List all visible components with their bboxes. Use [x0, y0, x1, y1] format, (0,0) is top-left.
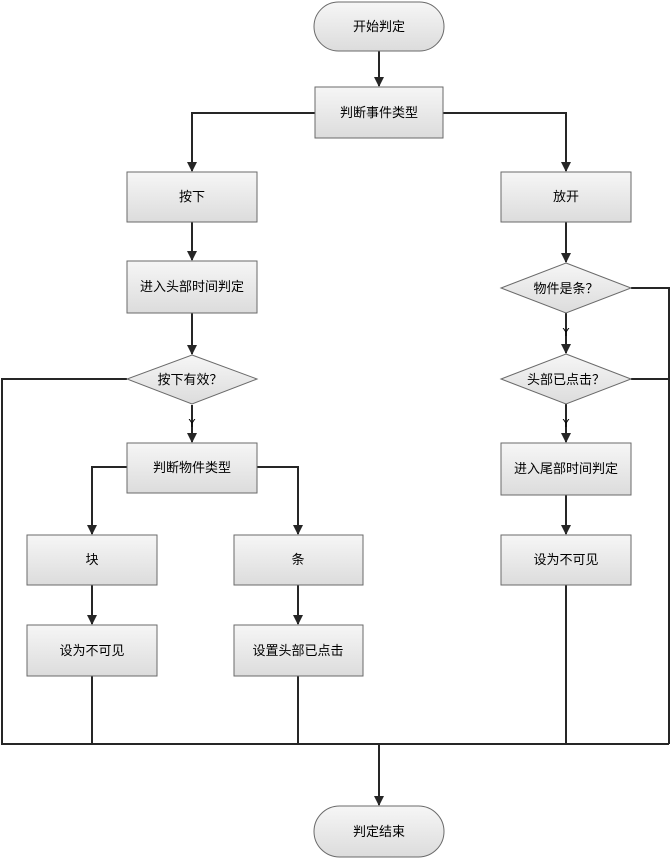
- process-shape: [26, 624, 158, 677]
- process-shape: [500, 442, 632, 496]
- node-block-label: 块: [85, 553, 98, 568]
- node-press-valid-label: 按下有效？: [157, 373, 222, 388]
- edge-is-strip-no: [631, 287, 670, 744]
- process-shape: [500, 171, 632, 223]
- node-press-label: 按下: [179, 190, 205, 205]
- process-shape: [233, 534, 364, 586]
- edge-judge-event-to-press: [187, 112, 315, 172]
- node-enter-head-timing: 进入头部时间判定: [126, 260, 258, 314]
- process-shape: [26, 534, 158, 586]
- terminator-shape: [313, 805, 445, 858]
- node-set-invisible-left: 设为不可见: [26, 624, 158, 677]
- process-shape: [500, 534, 632, 586]
- node-block: 块: [26, 534, 158, 586]
- node-set-head-clicked: 设置头部已点击: [233, 624, 364, 677]
- node-press: 按下: [126, 171, 258, 223]
- edge-judge-event-to-release: [443, 112, 571, 172]
- node-enter-head-timing-label: 进入头部时间判定: [140, 280, 244, 295]
- node-start: 开始判定: [313, 1, 445, 52]
- node-set-invisible-right: 设为不可见: [500, 534, 632, 586]
- nodes: 开始判定 判断事件类型 按下 放开 进入头部时间判定 物件是条？: [26, 1, 633, 858]
- decision-shape: [499, 262, 633, 314]
- node-set-head-clicked-label: 设置头部已点击: [252, 644, 343, 659]
- node-enter-tail-timing-label: 进入尾部时间判定: [514, 462, 618, 477]
- label-press-valid-yes: Y: [188, 417, 196, 430]
- process-shape: [126, 442, 258, 494]
- process-shape: [233, 624, 364, 677]
- process-shape: [126, 171, 258, 223]
- node-judge-object-type-label: 判断物件类型: [153, 461, 231, 476]
- node-start-label: 开始判定: [353, 20, 405, 35]
- decision-shape: [499, 353, 633, 405]
- node-end: 判定结束: [313, 805, 445, 858]
- node-release: 放开: [500, 171, 632, 223]
- label-is-strip-yes: Y: [562, 326, 570, 339]
- process-shape: [314, 86, 444, 139]
- decision-shape: [125, 354, 259, 405]
- node-press-valid: 按下有效？: [125, 354, 259, 405]
- connectors: [1, 51, 670, 806]
- node-head-clicked: 头部已点击？: [499, 353, 633, 405]
- node-enter-tail-timing: 进入尾部时间判定: [500, 442, 632, 496]
- edge-object-type-to-strip: [257, 466, 303, 535]
- edge-object-type-to-block: [87, 466, 127, 535]
- node-judge-event-type: 判断事件类型: [314, 86, 444, 139]
- node-judge-object-type: 判断物件类型: [126, 442, 258, 494]
- node-strip-label: 条: [291, 552, 304, 568]
- process-shape: [126, 260, 258, 314]
- node-set-invisible-left-label: 设为不可见: [59, 644, 124, 659]
- terminator-shape: [313, 1, 445, 52]
- node-head-clicked-label: 头部已点击？: [527, 373, 605, 388]
- node-is-strip-label: 物件是条？: [533, 281, 598, 297]
- edge-labels: Y Y Y: [188, 326, 570, 430]
- node-judge-event-type-label: 判断事件类型: [340, 106, 418, 121]
- node-is-strip: 物件是条？: [499, 262, 633, 314]
- node-set-invisible-right-label: 设为不可见: [533, 553, 598, 568]
- node-end-label: 判定结束: [353, 825, 405, 840]
- node-strip: 条: [233, 534, 364, 586]
- node-release-label: 放开: [553, 190, 579, 205]
- label-head-clicked-yes: Y: [562, 417, 570, 430]
